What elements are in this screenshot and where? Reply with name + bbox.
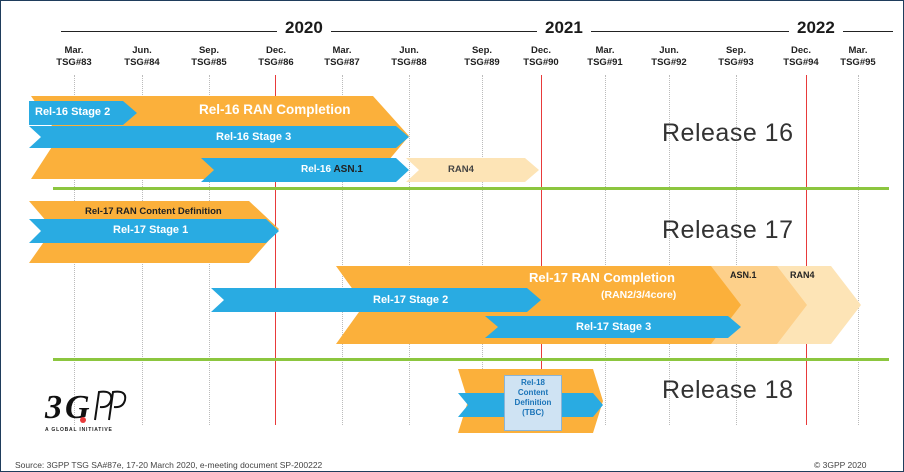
rel17-stage3-label: Rel-17 Stage 3 <box>576 321 652 333</box>
quarter-label: Sep.TSG#93 <box>718 45 754 68</box>
rel16-stage3-arrow <box>29 126 409 148</box>
rel17-asn1-label: ASN.1 <box>730 270 757 280</box>
quarter-label: Mar.TSG#87 <box>324 45 360 68</box>
logo-3gpp: 3 G A GLOBAL INITIATIVE <box>43 384 163 440</box>
release-separator <box>53 358 889 361</box>
rel17-stage1-label: Rel-17 Stage 1 <box>113 224 189 236</box>
quarter-label: Dec.TSG#90 <box>523 45 559 68</box>
rel16-ran-completion-label: Rel-16 RAN Completion <box>199 102 351 117</box>
red-marker-dec-2020 <box>275 75 276 425</box>
release-16-title: Release 16 <box>662 119 794 147</box>
rel17-ran4-label: RAN4 <box>790 270 815 280</box>
quarter-label: Mar.TSG#95 <box>840 45 876 68</box>
gridline <box>482 75 483 425</box>
gridline <box>342 75 343 425</box>
rel18-line: Rel-18 <box>520 378 545 387</box>
rel16-asn1-arrow <box>201 158 409 182</box>
year-2021-label: 2021 <box>537 18 591 38</box>
rel17-ran4-arrow <box>771 266 861 344</box>
rel17-stage2-arrow <box>211 288 541 312</box>
rel17-content-def-label: Rel-17 RAN Content Definition <box>85 206 222 217</box>
rel18-line: (TBC) <box>522 408 544 417</box>
footer-source: Source: 3GPP TSG SA#87e, 17-20 March 202… <box>15 460 323 470</box>
quarter-label: Mar.TSG#83 <box>56 45 92 68</box>
gridline <box>605 75 606 425</box>
gridline <box>736 75 737 425</box>
rel16-asn1-prefix: Rel-16 <box>301 164 332 175</box>
svg-text:3: 3 <box>44 389 62 424</box>
quarter-label: Jun.TSG#84 <box>124 45 160 68</box>
quarter-label: Dec.TSG#94 <box>783 45 819 68</box>
release-separator <box>53 187 889 190</box>
red-marker-dec-2021 <box>541 75 542 425</box>
rel17-stage1-arrow <box>29 219 279 243</box>
quarter-label: Jun.TSG#92 <box>651 45 687 68</box>
footer-copyright: © 3GPP 2020 <box>814 460 867 470</box>
quarter-label: Sep.TSG#85 <box>191 45 227 68</box>
rel16-asn1-text: ASN.1 <box>333 164 363 175</box>
rel16-ran4-label: RAN4 <box>448 164 474 175</box>
quarter-label: Mar.TSG#91 <box>587 45 623 68</box>
rel18-content-def-box: Rel-18 Content Definition (TBC) <box>504 375 562 431</box>
gridline <box>409 75 410 425</box>
rel17-stage3-arrow <box>485 316 741 338</box>
rel16-stage2-label: Rel-16 Stage 2 <box>35 106 111 118</box>
rel16-stage2-arrow <box>29 101 137 125</box>
quarter-label: Dec.TSG#86 <box>258 45 294 68</box>
quarter-label: Sep.TSG#89 <box>464 45 500 68</box>
release-18-title: Release 18 <box>662 376 794 404</box>
rel17-ran-completion-sub: (RAN2/3/4core) <box>601 289 677 301</box>
logo-mark: 3 G <box>44 389 127 424</box>
year-rule <box>61 31 893 32</box>
red-marker-dec-2022 <box>806 75 807 425</box>
logo-tagline: A GLOBAL INITIATIVE <box>45 427 113 433</box>
year-2022-label: 2022 <box>789 18 843 38</box>
rel18-line: Content <box>517 388 549 397</box>
gridline <box>858 75 859 425</box>
rel16-asn1-label: Rel-16 ASN.1 <box>301 164 363 175</box>
year-2020-label: 2020 <box>277 18 331 38</box>
quarter-label: Jun.TSG#88 <box>391 45 427 68</box>
rel17-stage2-label: Rel-17 Stage 2 <box>373 294 449 306</box>
rel16-stage3-label: Rel-16 Stage 3 <box>216 131 292 143</box>
gridline <box>669 75 670 425</box>
rel16-ran4-arrow <box>406 158 539 182</box>
svg-text:G: G <box>65 389 90 424</box>
release-17-title: Release 17 <box>662 216 794 244</box>
rel17-ran-completion-label: Rel-17 RAN Completion <box>529 270 675 285</box>
rel18-line: Definition <box>514 398 552 407</box>
